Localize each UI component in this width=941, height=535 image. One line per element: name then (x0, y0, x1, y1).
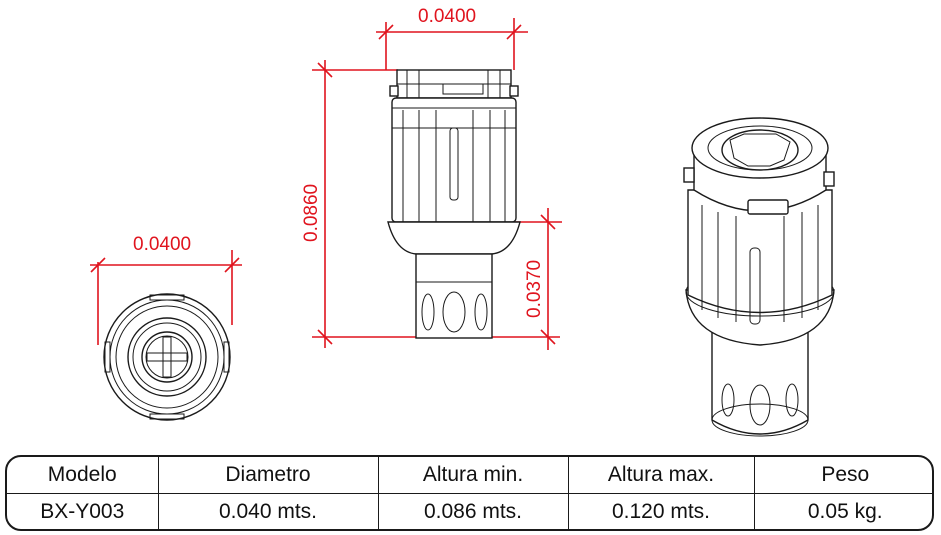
side-view-lower-height-label: 0.0370 (524, 260, 545, 318)
header-peso: Peso (753, 457, 932, 494)
top-view: 0.0400 (90, 234, 242, 421)
cell-altura-min: 0.086 mts. (377, 493, 569, 529)
cell-altura-max: 0.120 mts. (567, 493, 755, 529)
header-altura-max: Altura max. (567, 457, 755, 494)
cell-peso: 0.05 kg. (753, 493, 932, 529)
side-view-width-label: 0.0400 (418, 6, 476, 27)
spec-table-grid: Modelo Diametro Altura min. Altura max. … (7, 457, 932, 529)
side-view-total-height-label: 0.0860 (301, 184, 322, 242)
header-modelo: Modelo (7, 457, 159, 494)
side-view-width-dimension: 0.0400 (376, 6, 528, 70)
side-view: 0.0400 0.0860 0.0370 (301, 6, 562, 350)
cell-diametro: 0.040 mts. (157, 493, 379, 529)
cell-modelo: BX-Y003 (7, 493, 159, 529)
table-header-row: Modelo Diametro Altura min. Altura max. … (7, 457, 932, 494)
isometric-view (683, 117, 835, 437)
technical-drawing: 0.0400 0.0400 (90, 6, 835, 437)
spec-table: Modelo Diametro Altura min. Altura max. … (5, 455, 934, 531)
header-altura-min: Altura min. (377, 457, 569, 494)
side-view-lower-height-dimension: 0.0370 (488, 208, 562, 350)
top-view-diameter-label: 0.0400 (133, 234, 191, 255)
table-row: BX-Y003 0.040 mts. 0.086 mts. 0.120 mts.… (7, 493, 932, 529)
header-diametro: Diametro (157, 457, 379, 494)
side-view-height-dimension: 0.0860 (301, 60, 418, 348)
top-view-dimension: 0.0400 (90, 234, 242, 345)
